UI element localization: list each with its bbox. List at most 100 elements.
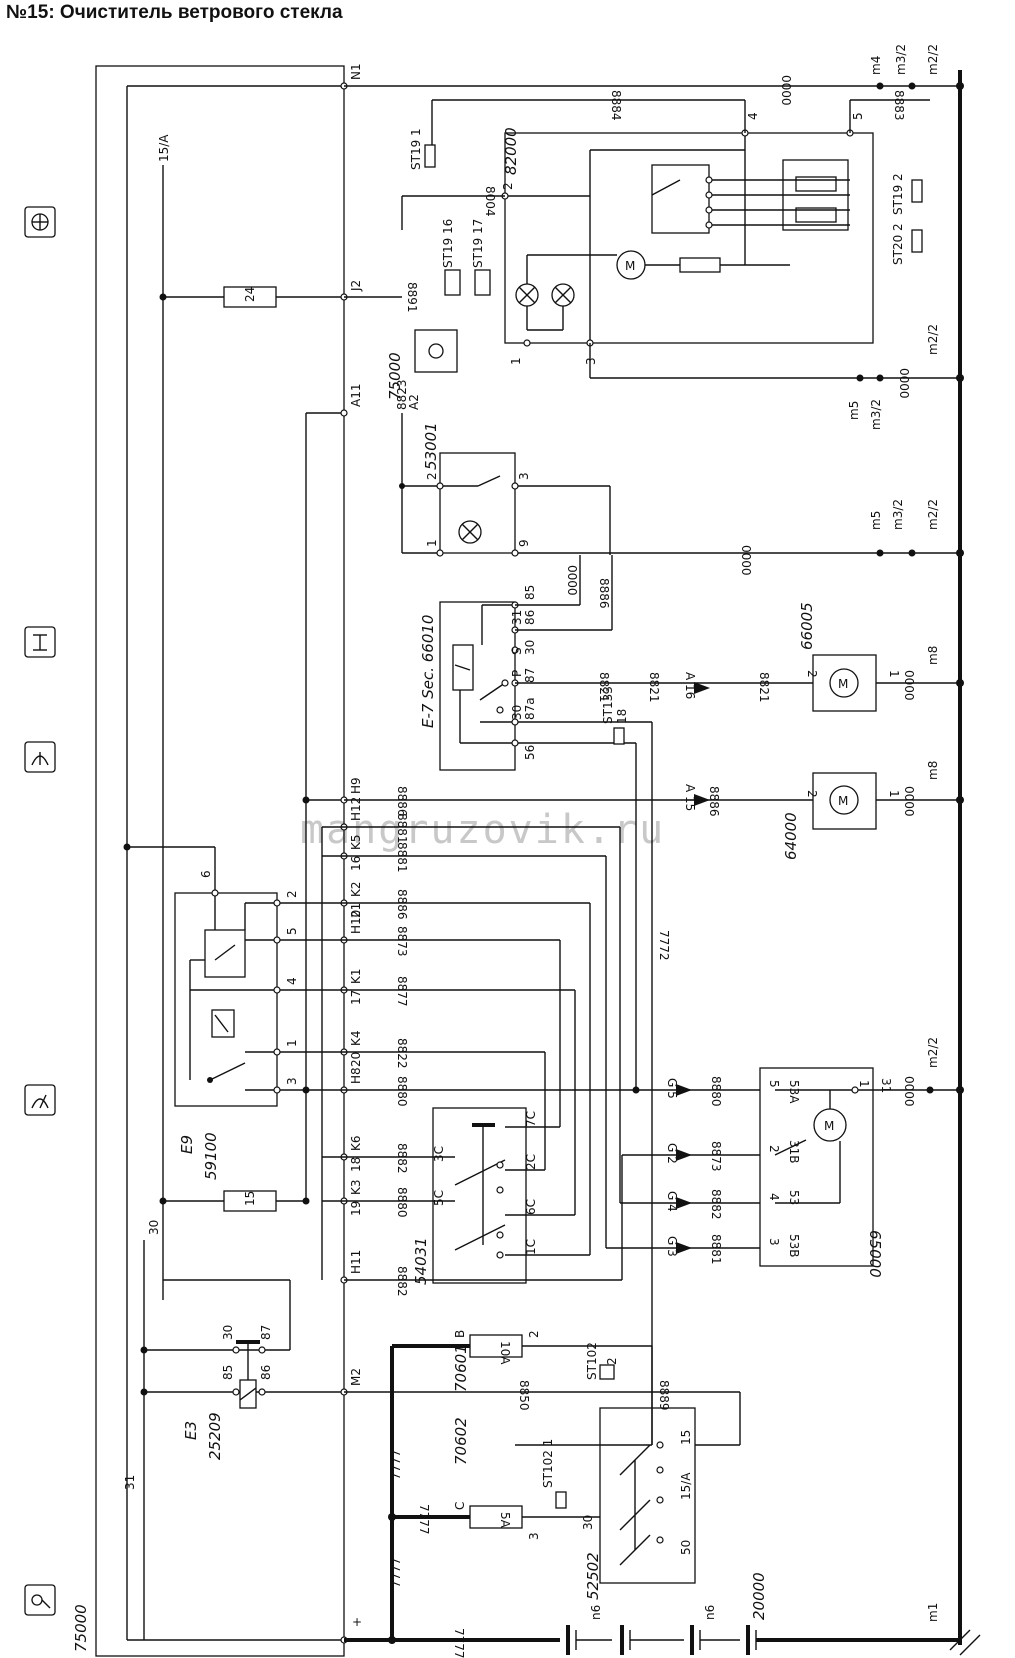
ground-m1: m1	[926, 1603, 940, 1622]
splice-21: 21	[349, 903, 363, 918]
m65000-4: 4	[767, 1193, 781, 1201]
e9-name: E9	[178, 1135, 196, 1154]
marker-G5: G 5	[665, 1078, 679, 1099]
f70602-C: C	[453, 1502, 467, 1510]
wire-8823: 8823	[395, 379, 409, 410]
wire-7777-bottom: 7777	[452, 1628, 466, 1658]
fan-icon	[24, 206, 56, 238]
ground-bus	[930, 70, 981, 1656]
relay-66010: 85 31 86 S 30 P 87 87a 30 56 E-7 Sec. 66…	[419, 555, 760, 771]
wiper-interval-icon	[24, 1084, 56, 1116]
e9-pin-1: 1	[285, 1039, 299, 1047]
plus-label: +	[352, 1615, 362, 1629]
r66010-31: 31	[510, 610, 524, 625]
pin-H10: H10	[349, 910, 363, 934]
ground-m22-53001: m2/2	[926, 499, 940, 530]
wire-8886-k2: 8886	[395, 889, 409, 920]
lamp75000-pin: A2	[407, 394, 421, 410]
splice-20: 20	[349, 1052, 363, 1067]
r66010-87: 87	[523, 668, 537, 683]
frame-code: 75000	[72, 1604, 90, 1652]
wire-0000-n1: 0000	[779, 75, 793, 106]
m65000-31B: 31B	[787, 1140, 801, 1164]
pin-H9: H9	[349, 777, 363, 794]
ign-15: 15	[679, 1430, 693, 1445]
bus-31-label: 31	[123, 1475, 137, 1490]
sw-pin-2C: 2C	[524, 1154, 538, 1170]
sw-pin-1C: 1C	[524, 1239, 538, 1255]
fuse-10a: 10A	[498, 1341, 512, 1365]
wire-8882-65000: 8882	[709, 1189, 723, 1220]
harness-wires: 16 21 17 20 18 19	[321, 721, 760, 1446]
f70601-code: 70601	[452, 1344, 470, 1392]
ground-m8-64000: m8	[926, 761, 940, 780]
timer-icon	[24, 1584, 56, 1616]
splice-19: 19	[349, 1201, 363, 1216]
st133-num: 18	[615, 709, 629, 724]
ground-m22-n1: m2/2	[926, 44, 940, 75]
e3-pin-30: 30	[221, 1325, 235, 1340]
m65000-53B: 53B	[787, 1234, 801, 1258]
fuse-5a: 5A	[498, 1512, 512, 1529]
u82000-1: 1	[509, 357, 523, 365]
washer-unit-82000: M 4 5 2 1 3 82000 ST19	[401, 90, 940, 430]
battery-20000: n6 n6 20000 7777 7777 7777 7777 m1	[344, 1346, 960, 1658]
m64000-2: 2	[805, 790, 819, 798]
e9-pin-4: 4	[285, 977, 299, 985]
fuse-15-label: 15	[243, 1191, 257, 1206]
wire-8881-65000: 8881	[709, 1234, 723, 1265]
ign-50: 50	[679, 1540, 693, 1555]
control-unit-75000: 75000 31 30 15/A + 24 15	[72, 63, 363, 1657]
switch-54031: 3C 5C 2C 6C 1C 7C 54031	[412, 1107, 538, 1285]
marker-G2: G 2	[665, 1143, 679, 1164]
fuse-70601: 10A B 2 70601	[392, 1330, 653, 1445]
pin-M2: M2	[349, 1368, 363, 1386]
e3-pin-87: 87	[259, 1325, 273, 1340]
wire-8850: 8850	[517, 1380, 531, 1411]
wire-8886-64000: 8886	[707, 786, 721, 817]
l53001-2: 2	[425, 472, 439, 480]
u82000-5: 5	[851, 112, 865, 120]
wire-8882-h11: 8882	[395, 1266, 409, 1297]
m66005-1: 1	[887, 670, 901, 678]
ground-m32-n1: m3/2	[894, 44, 908, 75]
wire-0000-65000: 0000	[902, 1076, 916, 1107]
sw-pin-6C: 6C	[524, 1199, 538, 1215]
pin-K5: K5	[349, 834, 363, 850]
u82000-2: 2	[501, 182, 515, 190]
connector-markers: G 5 G 2 G 4 G 3 A 15 A 16	[665, 672, 710, 1257]
st102-num: 2	[605, 1357, 619, 1365]
r66010-86: 86	[523, 610, 537, 625]
wire-8821-c: 8821	[757, 672, 771, 703]
pin-K3: K3	[349, 1179, 363, 1195]
motor-66005: M 2 1 66005 8821 8821 8821 0000 m8	[597, 602, 960, 712]
m66005-2: 2	[805, 670, 819, 678]
wire-7772: 7772	[657, 930, 671, 961]
e3-code: 25209	[206, 1412, 224, 1460]
pin-K1: K1	[349, 968, 363, 984]
wiper-icon	[24, 741, 56, 773]
lamp75000-code: 75000	[386, 352, 404, 400]
wire-8886-53001: 8886	[597, 578, 611, 609]
fuse-24-label: 24	[243, 287, 257, 302]
wire-8873-h10: 8873	[395, 926, 409, 957]
wire-0000-53001: 0000	[739, 545, 753, 576]
sw-pin-3C: 3C	[432, 1146, 446, 1162]
ground-m5-82000: m5	[847, 401, 861, 420]
r66010-87a: 87a	[523, 697, 537, 720]
st102-label: ST102	[585, 1342, 599, 1380]
ground-m32-53001: m3/2	[891, 499, 905, 530]
ground-m4: m4	[869, 56, 883, 75]
motor-64000-m: M	[838, 794, 848, 808]
battery-cell-1: n6	[589, 1605, 603, 1620]
m65000-3: 3	[767, 1238, 781, 1246]
e9-pin-3: 3	[285, 1077, 299, 1085]
pin-A11: A11	[349, 384, 363, 407]
m65000-53A: 53A	[787, 1080, 801, 1104]
wire-8882-k6: 8882	[395, 1143, 409, 1174]
wire-8880-h8: 8880	[395, 1076, 409, 1107]
wire-7777-mid2: 7777	[389, 1557, 403, 1588]
l53001-3: 3	[517, 472, 531, 480]
wire-8881-h12: 8881	[395, 813, 409, 844]
